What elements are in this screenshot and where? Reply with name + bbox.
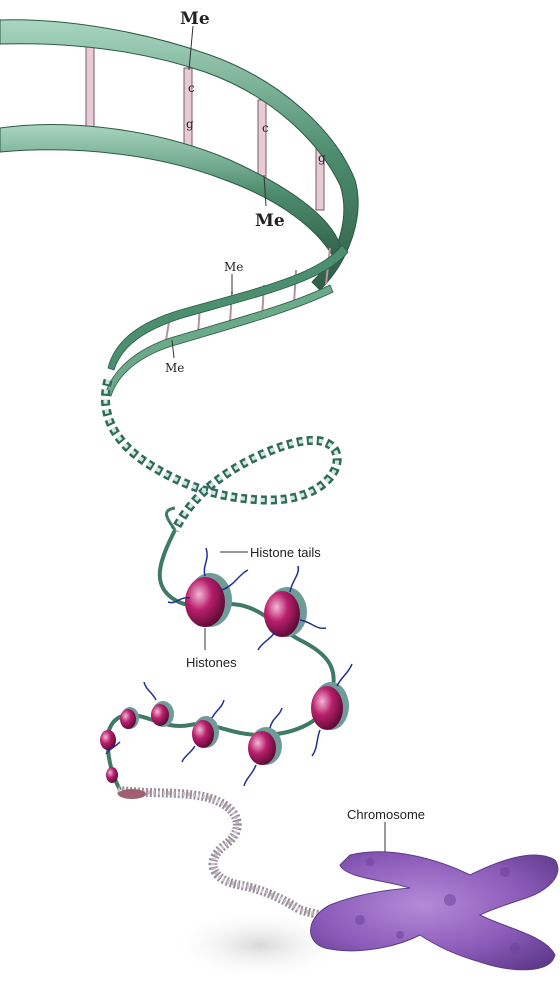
me-label-top: Me — [180, 9, 210, 29]
histone-2 — [264, 587, 307, 637]
base-letter-g1: g — [186, 117, 194, 131]
histone-1 — [185, 573, 232, 627]
me-label-lower-small: Me — [165, 361, 184, 375]
histone-7 — [120, 707, 139, 729]
label-histones: Histones — [186, 655, 237, 670]
dna-helix-loop — [105, 380, 337, 530]
histone-5 — [192, 716, 219, 748]
me-label-middle: Me — [255, 211, 285, 231]
condensed-fiber — [118, 789, 320, 915]
base-letter-c1: c — [188, 81, 195, 95]
base-letter-c2: c — [262, 121, 269, 135]
histone-9 — [106, 767, 118, 783]
me-label-upper-small: Me — [224, 260, 243, 274]
dna-double-helix-large — [0, 20, 358, 290]
dna-backbone-lower — [0, 125, 340, 262]
histone-6 — [151, 701, 174, 727]
condensed-coil-start — [118, 789, 146, 799]
histone-group — [100, 573, 349, 783]
label-chromosome: Chromosome — [347, 807, 425, 822]
label-histone-tails: Histone tails — [250, 545, 321, 560]
histone-3 — [311, 682, 349, 730]
base-letter-g2: g — [318, 151, 326, 165]
